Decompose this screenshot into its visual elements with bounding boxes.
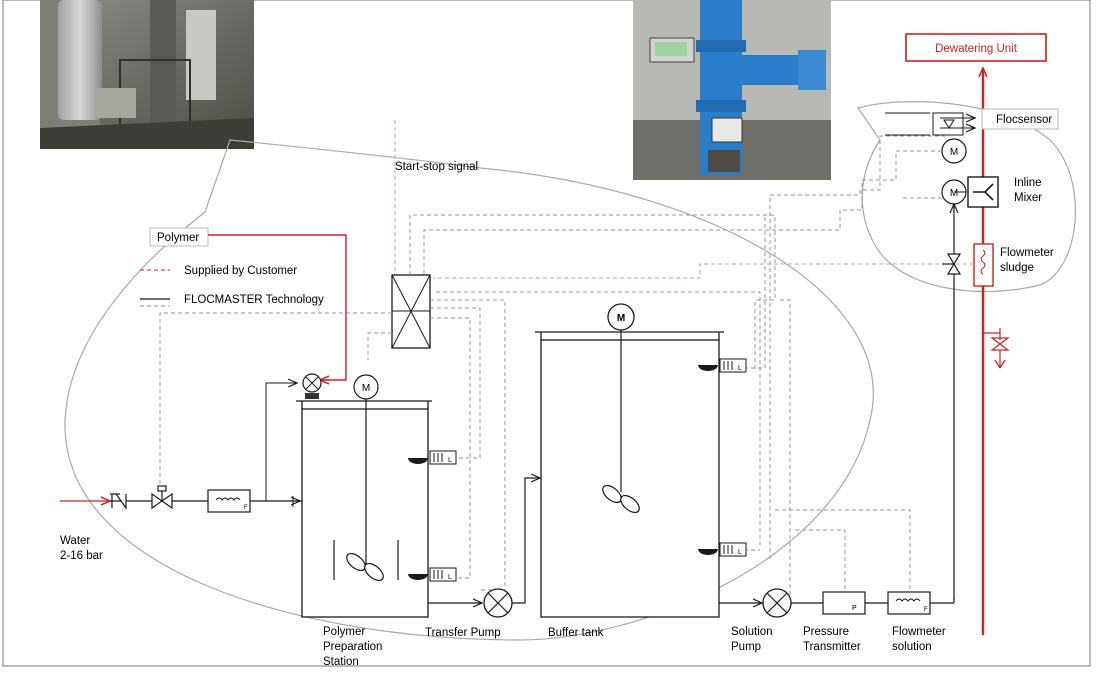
polymer-station-label-3: Station — [323, 656, 359, 668]
level-switch-icon[interactable]: L — [408, 567, 457, 582]
buffer-tank-label: Buffer tank — [548, 627, 604, 639]
diagram-frame — [2, 0, 1091, 667]
sludge-sample-valve-icon[interactable] — [983, 328, 1010, 369]
polymer-station-label-1: Polymer — [323, 626, 365, 638]
svg-text:F: F — [924, 607, 928, 613]
solution-pump-icon[interactable] — [762, 588, 792, 618]
svg-text:P: P — [852, 605, 857, 612]
flowmeter-sludge-label-1: Flowmeter — [1000, 247, 1054, 259]
flowmeter-sludge-signal — [433, 263, 974, 279]
callout-ellipse-right — [857, 101, 1077, 293]
inline-mixer-label-1: Inline — [1014, 177, 1042, 189]
valve-icon[interactable] — [151, 485, 173, 510]
polymer-feed-line — [208, 234, 347, 380]
svg-text:M: M — [362, 383, 370, 394]
flowmeter-solution-label-2: solution — [892, 641, 932, 653]
dewatering-unit-label: Dewatering Unit — [935, 43, 1018, 55]
water-label-2: 2-16 bar — [60, 550, 103, 562]
svg-text:L: L — [738, 549, 742, 556]
flowmeter-sludge-icon[interactable] — [973, 243, 994, 287]
polymer-station-label-2: Preparation — [323, 641, 382, 653]
transfer-pump-icon[interactable] — [483, 588, 513, 618]
motor-icon: M — [941, 138, 967, 164]
flocsensor-signal — [769, 135, 946, 560]
polymer-label-box — [149, 227, 209, 247]
flowmeter-solution-icon[interactable]: F — [887, 591, 931, 615]
mixer-blade-icon — [346, 552, 384, 582]
check-valve-icon[interactable] — [110, 493, 127, 510]
solution-pump-label-2: Pump — [731, 641, 761, 653]
level-switch-icon[interactable]: L — [698, 542, 747, 557]
motor-icon: M — [607, 303, 635, 331]
control-cabinet-icon[interactable] — [391, 274, 431, 349]
inline-mixer-label-2: Mixer — [1014, 192, 1042, 204]
polymer-label: Polymer — [157, 232, 199, 244]
pressure-transmitter-label-1: Pressure — [803, 626, 849, 638]
svg-text:L: L — [448, 574, 452, 581]
motor-icon: M — [353, 374, 379, 400]
flowmeter-sludge-label-2: sludge — [1000, 262, 1034, 274]
mixer-blade-icon — [602, 484, 640, 514]
flowmeter-solution-label-1: Flowmeter — [892, 626, 946, 638]
solution-pump-label-1: Solution — [731, 626, 773, 638]
svg-text:F: F — [244, 505, 248, 511]
polymer-preparation-tank[interactable] — [296, 400, 432, 618]
legend-flocmaster-label: FLOCMASTER Technology — [184, 294, 324, 306]
inline-mixer-icon[interactable] — [967, 176, 999, 208]
svg-text:M: M — [950, 188, 958, 199]
pump-icon[interactable] — [302, 373, 322, 399]
legend-customer-label: Supplied by Customer — [184, 265, 297, 277]
legend: Supplied by Customer FLOCMASTER Technolo… — [140, 265, 324, 307]
level-switch-icon[interactable]: L — [698, 358, 747, 373]
pressure-transmitter-label-2: Transmitter — [803, 641, 861, 653]
svg-text:L: L — [448, 457, 452, 464]
photo-polymer-station — [40, 0, 254, 149]
flowmeter-icon[interactable]: F — [207, 489, 251, 513]
dewatering-unit-box[interactable] — [905, 33, 1047, 62]
water-label-1: Water — [60, 535, 90, 547]
svg-text:M: M — [950, 147, 958, 158]
start-stop-label: Start-stop signal — [395, 161, 478, 173]
svg-text:L: L — [738, 365, 742, 372]
flocsensor-label-box — [981, 108, 1059, 130]
control-wiring — [159, 214, 911, 600]
flocsensor-label: Flocsensor — [996, 114, 1052, 126]
level-switch-icon[interactable]: L — [408, 450, 457, 465]
buffer-tank[interactable] — [535, 331, 724, 618]
pressure-transmitter-icon[interactable]: P — [822, 591, 866, 615]
transfer-pump-label: Transfer Pump — [425, 627, 501, 639]
flocsensor-icon[interactable] — [932, 112, 975, 136]
svg-text:M: M — [617, 313, 625, 324]
photo-inline-mixer — [633, 0, 831, 180]
